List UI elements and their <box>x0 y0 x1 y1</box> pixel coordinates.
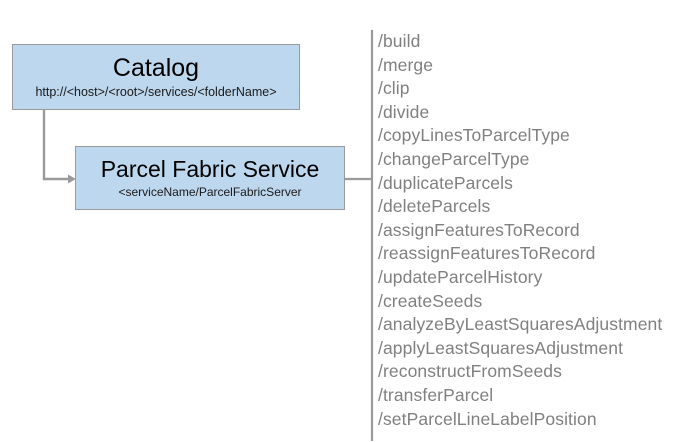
operation-item[interactable]: /duplicateParcels <box>378 172 513 193</box>
node-catalog[interactable]: Catalog http://<host>/<root>/services/<f… <box>12 44 300 110</box>
operation-item[interactable]: /copyLinesToParcelType <box>378 125 570 146</box>
operation-item[interactable]: /changeParcelType <box>378 148 530 169</box>
node-parcel-fabric-service-title: Parcel Fabric Service <box>100 156 320 182</box>
node-parcel-fabric-service[interactable]: Parcel Fabric Service <serviceName/Parce… <box>75 146 345 210</box>
node-catalog-title: Catalog <box>112 54 200 82</box>
arrowhead-icon <box>68 174 76 184</box>
operation-item[interactable]: /deleteParcels <box>378 196 491 217</box>
operation-item[interactable]: /assignFeaturesToRecord <box>378 219 580 240</box>
node-catalog-subtitle: http://<host>/<root>/services/<folderNam… <box>35 85 277 99</box>
operation-item[interactable]: /merge <box>378 54 434 75</box>
operations-list: /build /merge /clip /divide /copyLinesTo… <box>378 30 686 431</box>
operation-item[interactable]: /transferParcel <box>378 384 494 405</box>
operation-item[interactable]: /reassignFeaturesToRecord <box>378 243 596 264</box>
node-parcel-fabric-service-subtitle: <serviceName/ParcelFabricServer <box>118 185 302 199</box>
operation-item[interactable]: /clip <box>378 78 410 99</box>
operation-item[interactable]: /reconstructFromSeeds <box>378 361 562 382</box>
connector-catalog-to-service <box>42 110 68 181</box>
operation-item[interactable]: /updateParcelHistory <box>378 266 543 287</box>
operation-item[interactable]: /build <box>378 31 421 51</box>
operation-item[interactable]: /applyLeastSquaresAdjustment <box>378 337 624 358</box>
operation-item[interactable]: /setParcelLineLabelPosition <box>378 408 597 429</box>
operation-item[interactable]: /analyzeByLeastSquaresAdjustment <box>378 314 663 335</box>
operation-item[interactable]: /createSeeds <box>378 290 483 311</box>
operation-item[interactable]: /divide <box>378 101 430 122</box>
